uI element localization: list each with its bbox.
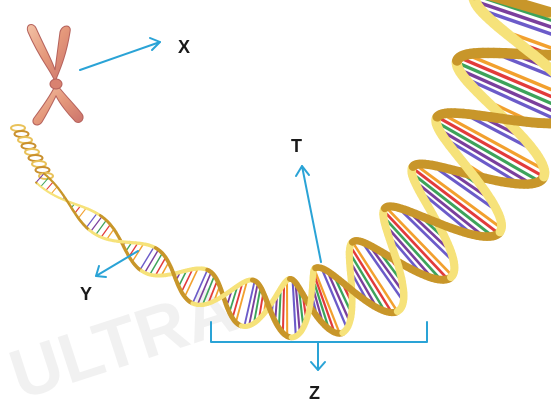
label-x: X bbox=[178, 37, 190, 57]
base-pair-rung bbox=[290, 279, 292, 338]
base-pair-rung bbox=[78, 208, 86, 218]
label-y: Y bbox=[80, 284, 92, 304]
dna-double-helix bbox=[36, 0, 551, 337]
base-pair-rung bbox=[140, 247, 154, 270]
chromatin-coil bbox=[11, 125, 53, 179]
label-x-group: X bbox=[80, 37, 190, 70]
base-pair-rung bbox=[75, 206, 81, 213]
arrow-x bbox=[80, 42, 160, 70]
base-pair-rung bbox=[136, 245, 149, 266]
base-pair-rung bbox=[155, 258, 165, 276]
base-pair-rung bbox=[46, 182, 53, 190]
label-z: Z bbox=[309, 383, 320, 403]
label-z-group: Z bbox=[211, 322, 427, 403]
chromosome bbox=[27, 25, 83, 125]
base-pair-rung bbox=[107, 229, 114, 239]
arrow-t bbox=[302, 166, 321, 262]
label-t: T bbox=[291, 136, 302, 156]
base-pair-rung bbox=[150, 253, 163, 274]
base-pair-rung bbox=[51, 187, 57, 194]
label-t-group: T bbox=[291, 136, 321, 262]
base-pair-rung bbox=[283, 283, 284, 333]
base-pair-rung bbox=[145, 250, 159, 273]
